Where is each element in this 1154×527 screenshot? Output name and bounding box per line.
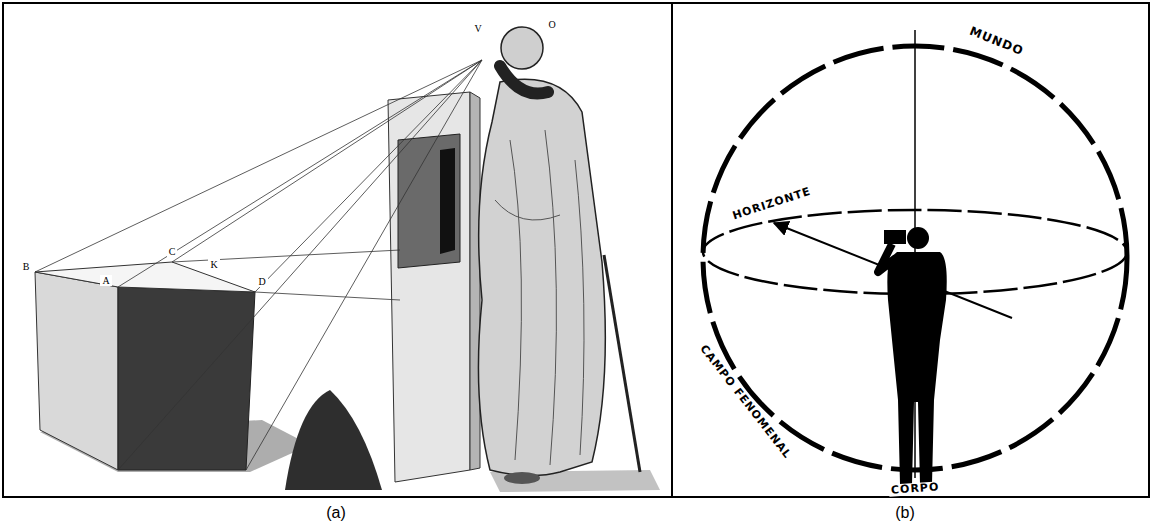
robed-figure — [478, 79, 605, 475]
figure-shadow — [490, 470, 660, 492]
stone-fragment — [285, 390, 382, 490]
visual-rays — [35, 60, 482, 470]
picture-plane — [388, 92, 470, 482]
raised-arm — [500, 66, 548, 94]
silhouette-arm — [878, 244, 896, 272]
cube-top-face — [35, 262, 255, 292]
figure-foot — [504, 472, 540, 484]
silhouette-camera — [884, 230, 906, 244]
frame-border — [3, 3, 1149, 497]
robe-fold — [545, 130, 556, 465]
cube-side-face — [35, 272, 118, 470]
point-letter: K — [208, 259, 219, 270]
panel-caption: (b) — [895, 504, 915, 522]
sphere-label: CAMPO FENOMENAL — [696, 341, 795, 462]
visual-ray — [118, 60, 482, 287]
perspective-engraving — [35, 27, 660, 492]
construction-line — [255, 292, 400, 300]
point-letter: A — [100, 275, 111, 286]
robe-fold — [575, 160, 584, 455]
robe-fold — [510, 140, 521, 460]
point-letter: B — [21, 261, 32, 272]
staff — [604, 255, 640, 472]
picture-plane-edge — [470, 92, 480, 470]
point-letter: V — [472, 23, 483, 34]
panel-divider — [671, 3, 673, 497]
figure-head — [501, 27, 543, 69]
panel-frame — [3, 3, 1149, 497]
silhouette-body — [887, 252, 946, 484]
robe-fold — [495, 200, 560, 220]
visual-ray — [118, 60, 482, 470]
sphere-label: CORPO — [888, 481, 941, 497]
point-letter: D — [256, 276, 267, 287]
silhouette-head — [907, 227, 929, 249]
sphere-label: MUNDO — [965, 24, 1026, 59]
robe-folds — [495, 130, 584, 465]
projected-image-face — [440, 148, 455, 254]
cube-front-face — [118, 287, 255, 470]
visual-ray — [246, 60, 482, 470]
construction-line — [172, 250, 400, 262]
visual-ray — [172, 60, 482, 262]
panel-caption: (a) — [326, 504, 346, 522]
sphere-label: HORIZONTE — [729, 185, 814, 223]
point-letter: O — [546, 19, 557, 30]
body-silhouette — [878, 227, 947, 484]
visual-ray — [35, 60, 482, 272]
projected-image — [398, 134, 460, 268]
point-letter: C — [167, 246, 178, 257]
